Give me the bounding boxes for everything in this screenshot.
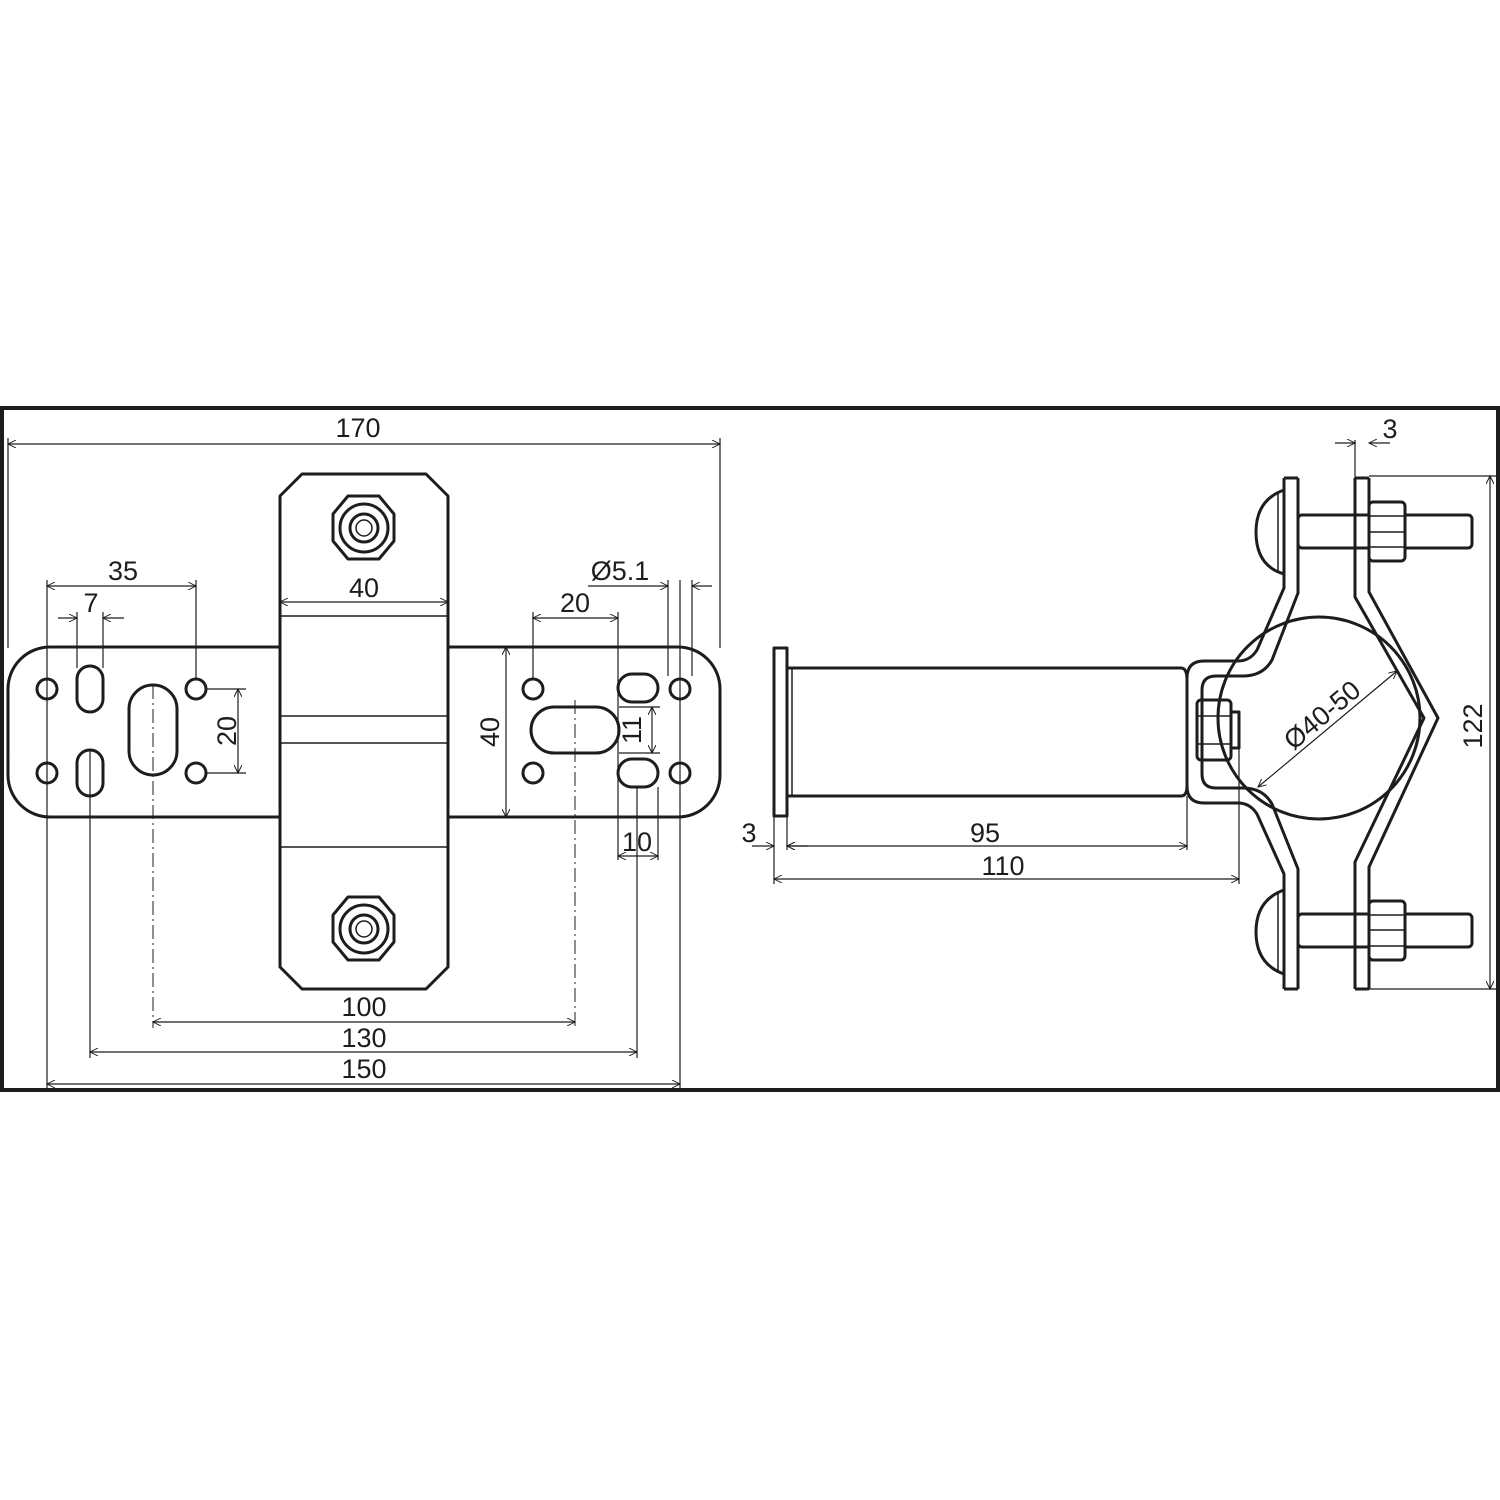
dim-clamp-height: 122 (1458, 703, 1488, 748)
dim-overall-length: 170 (335, 413, 380, 443)
dim-slot-height-11: 11 (617, 716, 647, 744)
dim-plate-thickness-top: 3 (1382, 414, 1397, 444)
horizontal-slot (616, 757, 660, 789)
dim-hole-pitch-130: 130 (341, 1023, 386, 1053)
dim-spacing-20h: 20 (560, 588, 590, 618)
hex-nut-icon (1195, 698, 1241, 762)
vertical-slot (75, 664, 105, 714)
horizontal-slot (616, 672, 660, 704)
pipe-outline (1216, 615, 1422, 821)
dim-standoff-length: 110 (981, 851, 1024, 881)
hex-nut-icon (331, 494, 396, 561)
u-bracket (1185, 478, 1286, 989)
dim-hole-pitch-150: 150 (341, 1054, 386, 1084)
dim-pipe-range: Ø40-50 (1278, 675, 1366, 756)
clamp-strap (1353, 478, 1426, 989)
wall-plate (772, 646, 789, 818)
dim-plate-thickness-left: 3 (741, 818, 756, 848)
dim-offset-35: 35 (108, 556, 138, 586)
dim-plate-height: 40 (475, 717, 505, 747)
bolt-icon (1254, 888, 1474, 976)
dim-tube-length: 95 (970, 818, 1000, 848)
dim-hole-diameter: Ø5.1 (591, 556, 650, 586)
side-view: 3 122 Ø40-50 3 95 110 (741, 414, 1497, 991)
mounting-hole (521, 761, 545, 785)
bolt-icon (1254, 488, 1474, 576)
dim-slot-pitch-100: 100 (341, 992, 386, 1022)
mounting-hole (521, 677, 545, 701)
mounting-hole (184, 761, 208, 785)
dim-spacing-10: 10 (622, 827, 652, 857)
dim-clamp-width: 40 (349, 573, 379, 603)
hex-nut-icon (331, 895, 396, 962)
standoff-tube (785, 666, 1189, 798)
drawing-frame (0, 406, 1500, 1092)
dim-slot-width-7: 7 (83, 588, 98, 618)
mounting-hole (184, 677, 208, 701)
dim-hole-spacing-20v: 20 (212, 716, 242, 746)
front-view: 170 35 7 40 20 40 20 Ø5.1 11 10 100 130 … (6, 413, 722, 1092)
